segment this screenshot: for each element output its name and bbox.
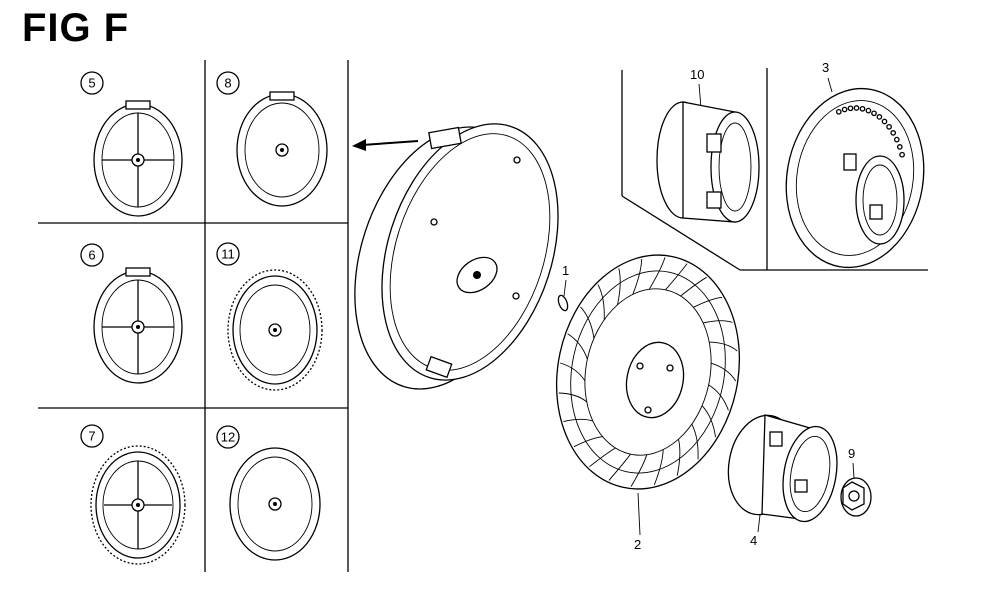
pulley-tooth — [899, 151, 905, 158]
fan-blade — [648, 257, 666, 290]
fan-blade — [589, 447, 616, 468]
part-4-starter-cup[interactable]: 4 — [721, 410, 844, 548]
pulley-tooth — [847, 105, 854, 112]
option-5-label: 5 — [88, 76, 95, 91]
pulley-tooth — [876, 114, 883, 120]
pulley-tooth — [896, 144, 903, 150]
part-10-label: 10 — [690, 67, 704, 82]
fan-blade — [691, 423, 699, 460]
part-9-flange-nut[interactable]: 9 — [840, 446, 872, 517]
part-3-starter-pulley[interactable]: 3 — [772, 60, 937, 278]
fan-blade — [560, 362, 586, 382]
option-6-label: 6 — [88, 248, 95, 263]
fan-blade — [701, 405, 716, 438]
fan-blade — [693, 296, 723, 308]
part-2-cooling-fan[interactable]: 2 — [535, 238, 760, 552]
fan-blade — [567, 333, 588, 360]
part-1-label: 1 — [562, 263, 569, 278]
fan-blade — [597, 284, 605, 320]
pulley-tooth — [853, 105, 860, 111]
inset-box — [621, 68, 928, 271]
pulley-tooth — [886, 123, 892, 130]
pulley-teeth — [835, 105, 905, 158]
fan-blade — [708, 384, 729, 411]
pulley-tooth — [841, 106, 848, 113]
fan-blade — [709, 341, 738, 352]
figure-title: FIG F — [22, 6, 130, 50]
option-5-flywheel[interactable]: 5 — [80, 71, 183, 217]
fan-blade — [632, 258, 643, 295]
pulley-tooth — [893, 136, 900, 143]
option-6-flywheel[interactable]: 6 — [80, 243, 183, 384]
pulley-tooth — [890, 130, 897, 136]
fan-blade — [608, 453, 631, 481]
arrow-head-icon — [352, 139, 366, 151]
options-grid — [38, 60, 349, 572]
option-12-flywheel[interactable]: 12 — [216, 425, 321, 561]
fan-blade — [630, 454, 648, 487]
option-7-label: 7 — [88, 429, 95, 444]
option-11-flywheel[interactable]: 11 — [216, 242, 323, 391]
fan-blade — [665, 263, 688, 291]
fan-blade — [680, 276, 707, 297]
fan-blade — [563, 418, 593, 422]
pulley-tooth — [881, 118, 888, 125]
option-8-flywheel[interactable]: 8 — [216, 71, 328, 207]
fan-blade — [580, 306, 595, 339]
pulley-tooth — [871, 110, 877, 117]
flywheel-main[interactable] — [323, 101, 588, 412]
part-9-label: 9 — [848, 446, 855, 461]
pulley-tooth — [835, 108, 842, 115]
part-3-label: 3 — [822, 60, 829, 75]
fan-blade — [617, 268, 621, 305]
part-1-key[interactable]: 1 — [557, 263, 570, 312]
option-7-flywheel[interactable]: 7 — [80, 424, 186, 565]
fan-blade — [653, 449, 664, 486]
pulley-tooth — [859, 105, 866, 112]
pulley-tooth — [865, 107, 872, 114]
option-8-label: 8 — [224, 76, 231, 91]
part-4-label: 4 — [750, 533, 757, 548]
fan-blade — [676, 439, 681, 476]
fan-blade — [558, 392, 587, 403]
arrow-left-icon — [361, 140, 419, 146]
fan-blade — [573, 436, 603, 448]
fan-blades — [558, 257, 738, 487]
fan-blade — [703, 320, 733, 324]
option-11-label: 11 — [221, 247, 235, 262]
option-12-label: 12 — [221, 430, 235, 445]
part-10-pulley-adapter[interactable]: 10 — [656, 67, 760, 223]
fan-blade — [710, 362, 737, 382]
part-2-label: 2 — [634, 537, 641, 552]
